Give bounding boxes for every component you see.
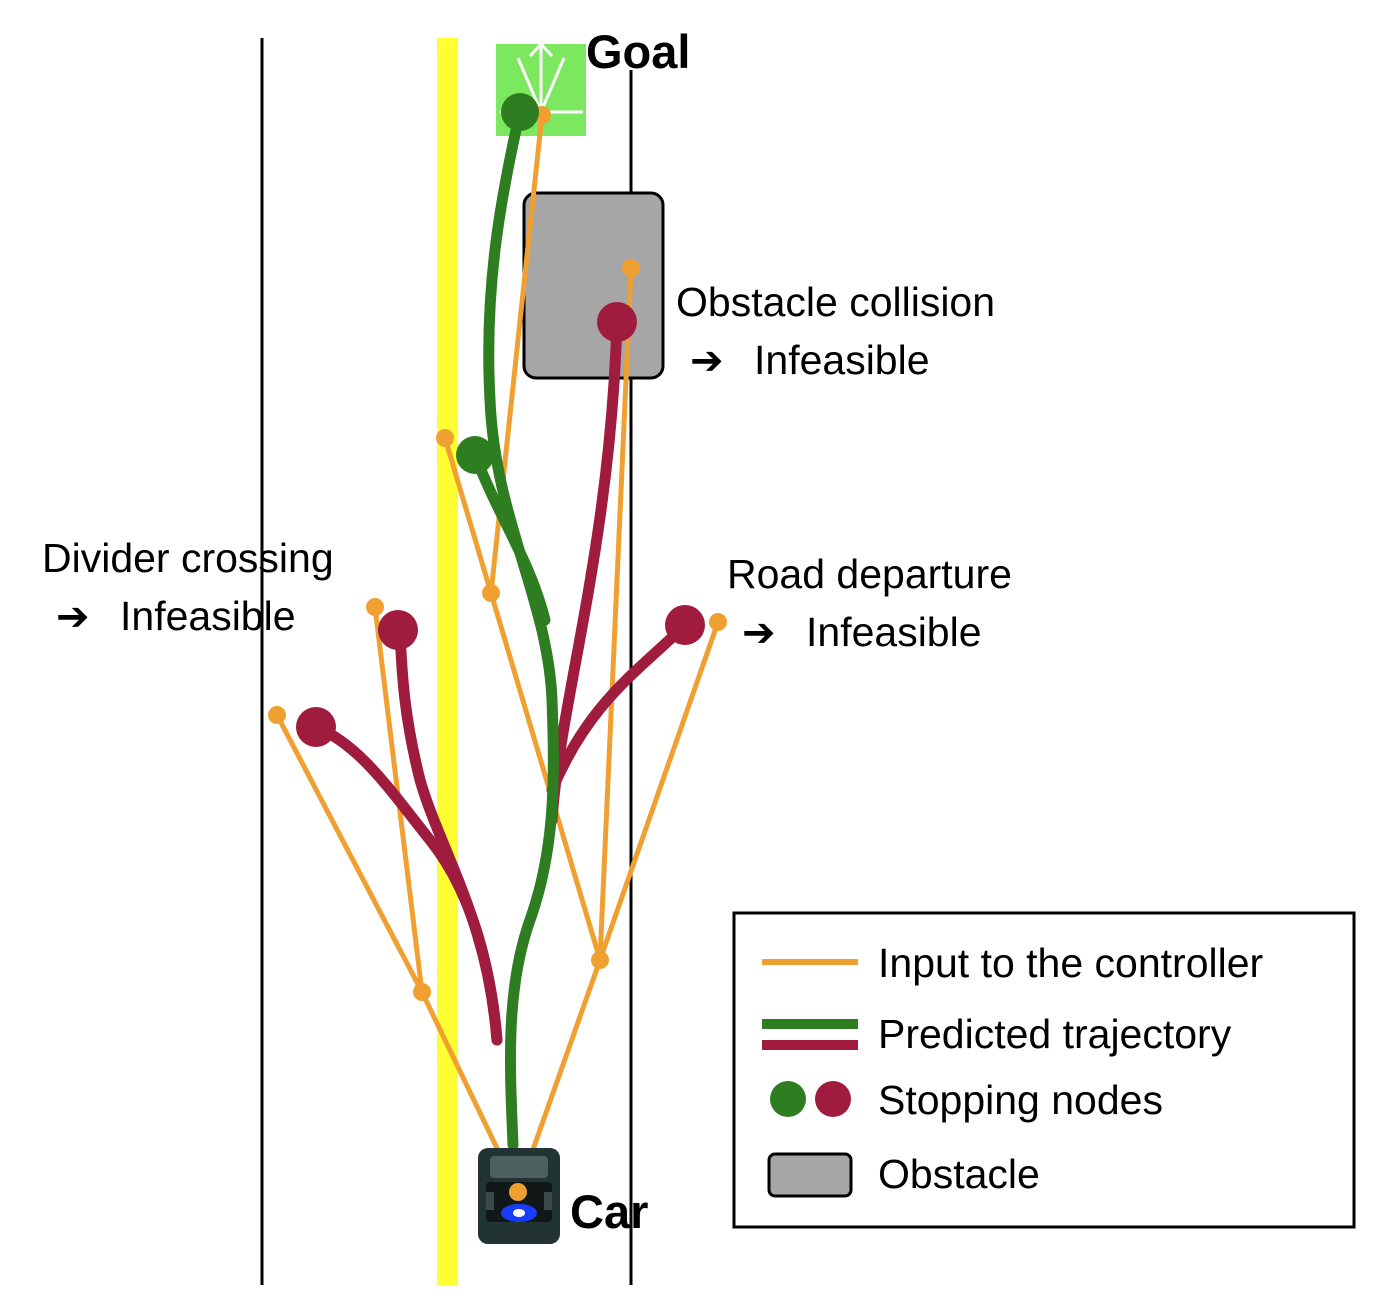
road-infeasible-label: Infeasible [806, 609, 982, 655]
obstacle-block [522, 191, 665, 380]
legend-nodes-label: Stopping nodes [878, 1077, 1163, 1123]
stopping-node-infeasible [378, 610, 418, 650]
stopping-node-feasible [456, 436, 494, 474]
divider-infeasible-label: Infeasible [120, 593, 296, 639]
stopping-node-feasible [501, 93, 539, 131]
legend-trajectory-label: Predicted trajectory [878, 1011, 1232, 1057]
legend-obstacle-swatch [767, 1152, 853, 1198]
legend: Input to the controller Predicted trajec… [732, 911, 1356, 1229]
feasible-trajectories [469, 106, 559, 1151]
legend-node-infeasible [815, 1081, 851, 1117]
legend-obstacle-label: Obstacle [878, 1151, 1040, 1197]
arrow-icon: ➔ [742, 610, 776, 656]
car-icon [478, 1148, 560, 1244]
divider-crossing-label: Divider crossing [42, 535, 334, 581]
goal-label: Goal [586, 25, 690, 78]
car-label: Car [570, 1185, 648, 1238]
stopping-node-infeasible [597, 302, 637, 342]
arrow-icon: ➔ [56, 594, 90, 640]
stopping-nodes [296, 93, 705, 747]
legend-input-label: Input to the controller [878, 940, 1263, 986]
legend-node-feasible [770, 1081, 806, 1117]
obstacle-collision-label: Obstacle collision [676, 279, 995, 325]
obstacle-infeasible-label: Infeasible [754, 337, 930, 383]
stopping-node-infeasible [665, 605, 705, 645]
road-departure-label: Road departure [727, 551, 1012, 597]
stopping-node-infeasible [296, 707, 336, 747]
arrow-icon: ➔ [690, 338, 724, 384]
road-divider [437, 38, 458, 1286]
